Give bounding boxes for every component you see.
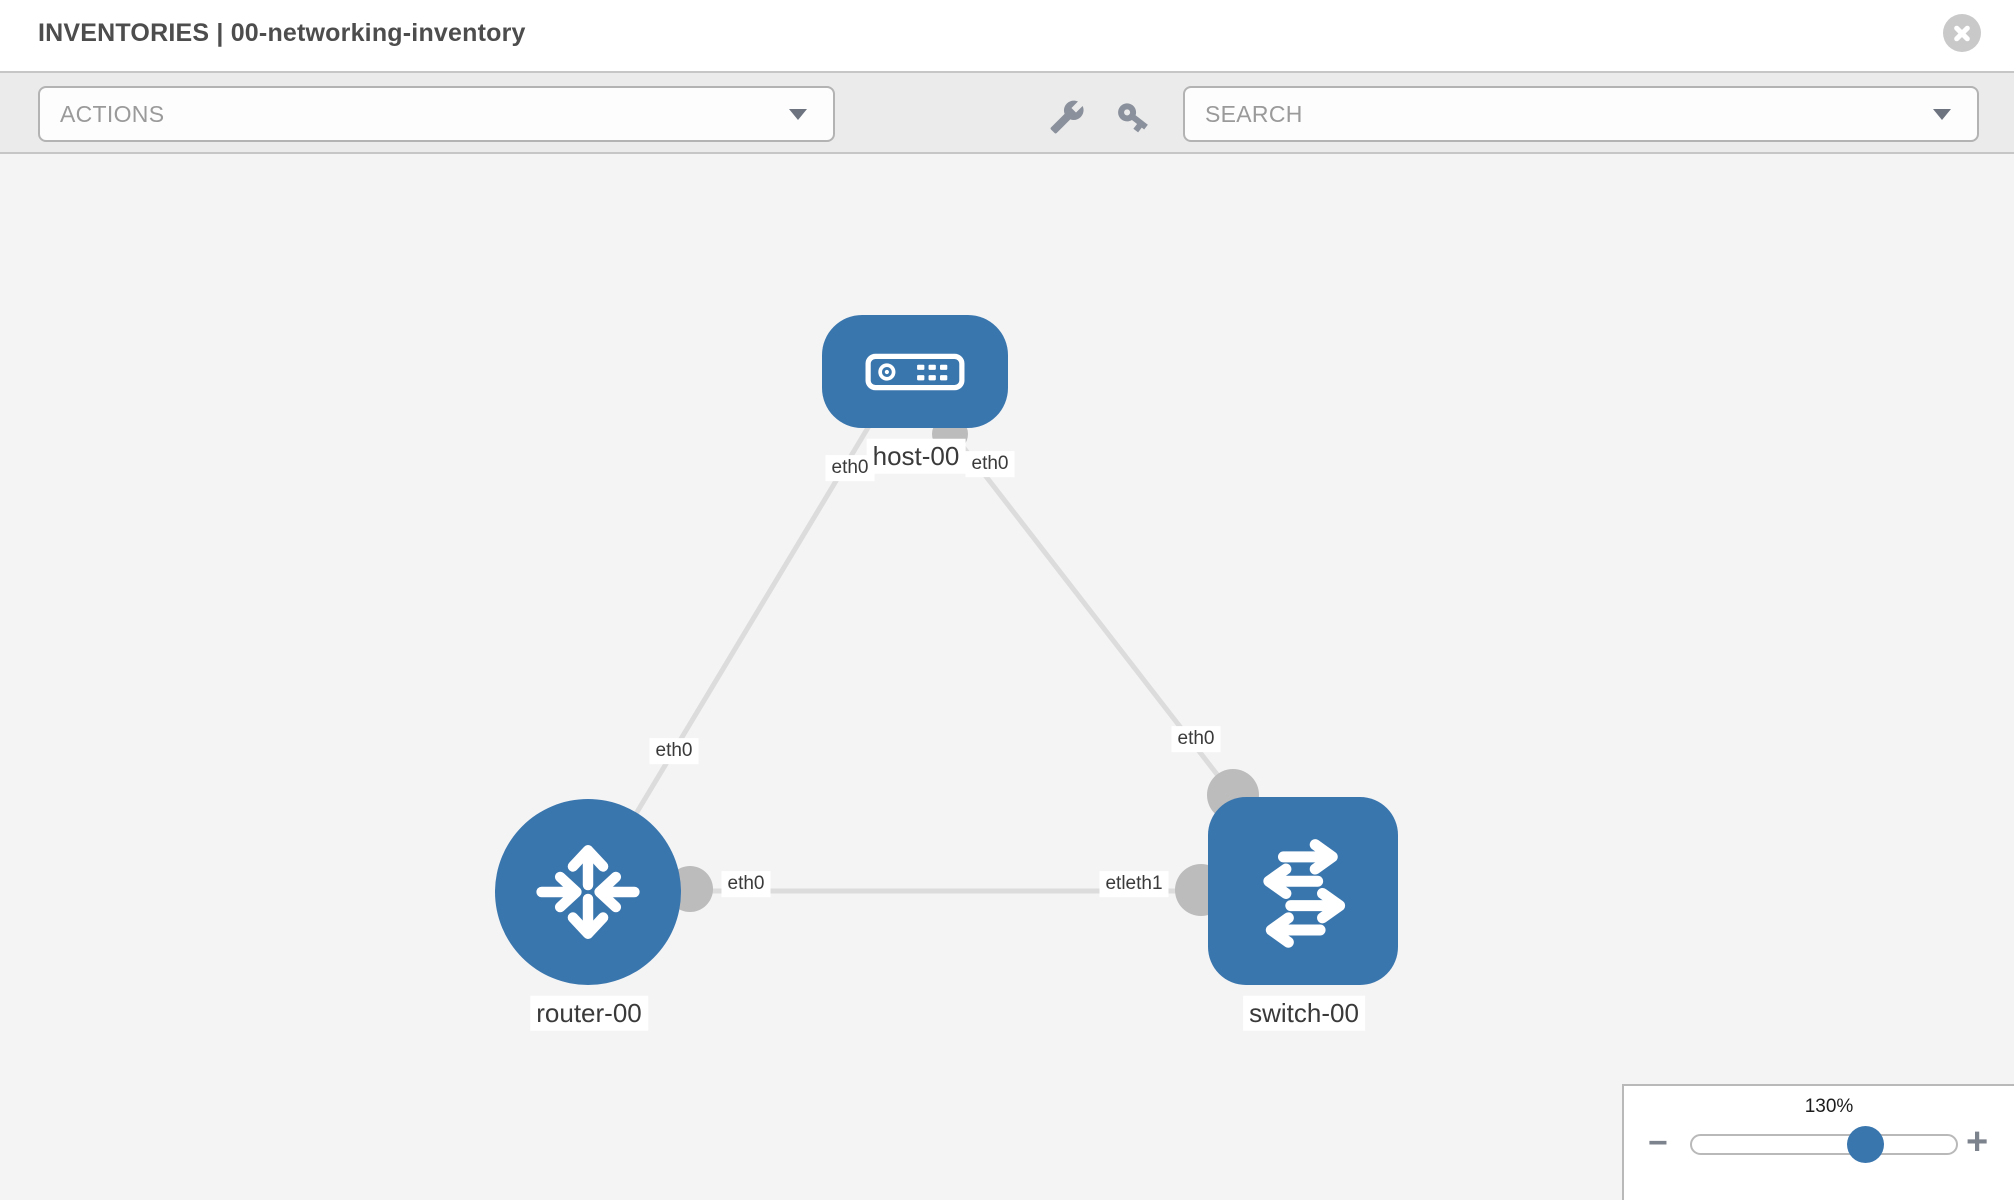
- zoom-slider-track[interactable]: [1690, 1126, 1958, 1163]
- links-layer: [586, 414, 1303, 916]
- close-button[interactable]: [1943, 14, 1981, 52]
- chevron-down-icon: [1933, 109, 1951, 120]
- port-label-host-left: eth0: [825, 455, 875, 481]
- node-label-router[interactable]: router-00: [530, 995, 648, 1031]
- node-switch-00[interactable]: [1208, 797, 1398, 985]
- node-label-switch[interactable]: switch-00: [1243, 995, 1365, 1031]
- topology-canvas[interactable]: host-00 router-00 switch-00 eth0 eth0 et…: [0, 154, 2014, 1200]
- switch-icon: [1263, 839, 1346, 948]
- search-dropdown[interactable]: SEARCH: [1183, 86, 1979, 142]
- page-title: INVENTORIES | 00-networking-inventory: [38, 19, 526, 47]
- port-label-switch-left: etleth1: [1099, 871, 1169, 897]
- zoom-panel: 130% − +: [1622, 1084, 2014, 1200]
- host-icon: [865, 353, 965, 390]
- actions-dropdown-label: ACTIONS: [60, 100, 165, 127]
- router-icon: [536, 845, 640, 939]
- node-host-00[interactable]: [822, 315, 1008, 428]
- node-label-host[interactable]: host-00: [866, 438, 966, 474]
- search-dropdown-label: SEARCH: [1205, 100, 1303, 127]
- zoom-slider-handle[interactable]: [1847, 1126, 1884, 1163]
- zoom-in-button[interactable]: +: [1966, 1121, 1989, 1163]
- wrench-icon[interactable]: [1049, 99, 1085, 135]
- port-label-switch-top: eth0: [1171, 726, 1221, 752]
- header: INVENTORIES | 00-networking-inventory: [0, 0, 2014, 71]
- port-label-link-host-router: eth0: [649, 738, 699, 764]
- port-label-host-right: eth0: [965, 451, 1015, 477]
- actions-dropdown[interactable]: ACTIONS: [38, 86, 835, 142]
- toolbar: ACTIONS SEARCH: [0, 71, 2014, 154]
- chevron-down-icon: [789, 109, 807, 120]
- zoom-out-button[interactable]: −: [1648, 1124, 1668, 1162]
- port-label-router-right: eth0: [721, 871, 771, 897]
- zoom-level: 130%: [1804, 1096, 1854, 1117]
- key-icon[interactable]: [1115, 99, 1151, 135]
- node-router-00[interactable]: [495, 799, 681, 985]
